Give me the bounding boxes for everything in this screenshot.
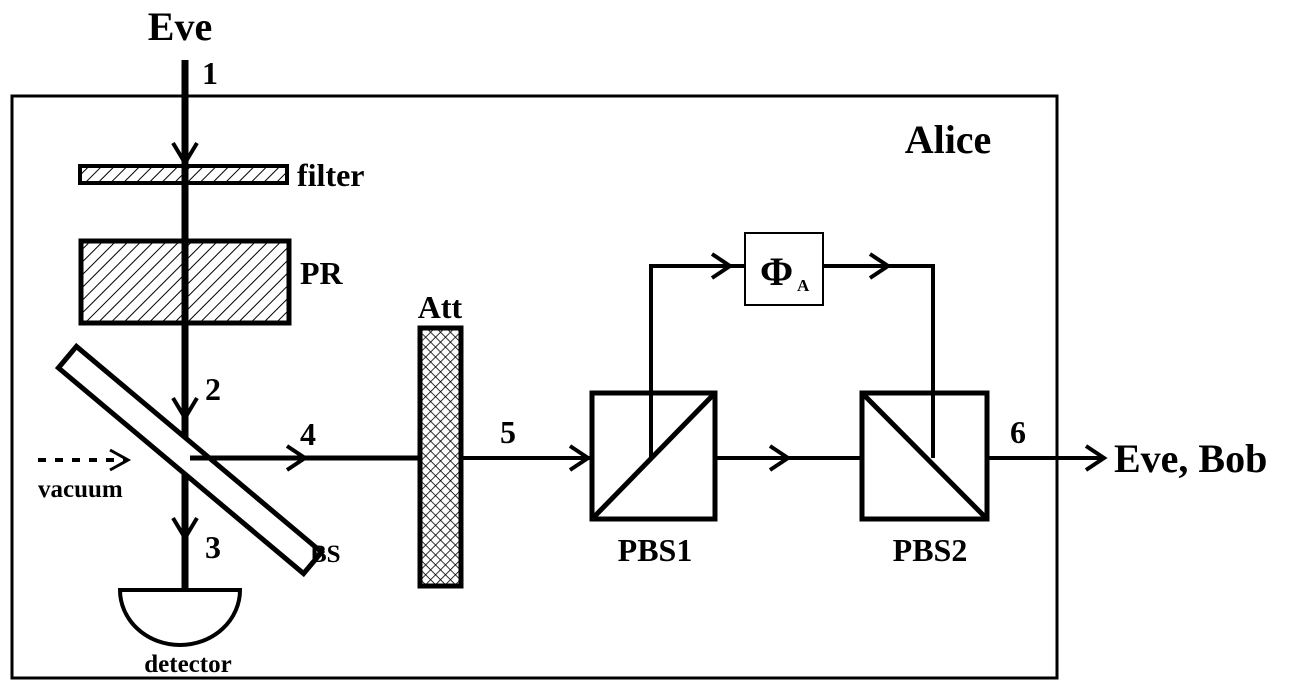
vacuum-arrow-head bbox=[109, 448, 132, 472]
detector-label: detector bbox=[144, 651, 231, 678]
phase-modulator bbox=[744, 232, 824, 306]
pr-element bbox=[78, 238, 292, 326]
port-label-5: 5 bbox=[500, 414, 516, 450]
pbs2-diagonal bbox=[860, 391, 989, 521]
alice-label: Alice bbox=[905, 117, 992, 162]
arrow-head-1 bbox=[171, 141, 199, 167]
filter-element bbox=[78, 164, 289, 185]
pbs2-label: PBS2 bbox=[893, 532, 968, 568]
detector-element bbox=[117, 588, 243, 647]
source-label: Eve bbox=[148, 4, 212, 49]
arrow-head-middle bbox=[768, 444, 792, 472]
pr-label: PR bbox=[300, 255, 344, 291]
port-label-1: 1 bbox=[202, 55, 218, 91]
port-label-4: 4 bbox=[300, 416, 316, 452]
filter-label: filter bbox=[297, 157, 365, 193]
att-label: Att bbox=[418, 289, 463, 325]
pbs1-diagonal bbox=[590, 391, 717, 521]
arrow-head-4 bbox=[285, 444, 309, 472]
arrow-head-5 bbox=[568, 444, 592, 472]
arrow-head-upper-left bbox=[710, 252, 734, 280]
alice-enclosure bbox=[10, 94, 1059, 680]
arrow-head-3 bbox=[171, 516, 199, 542]
arrow-head-upper-right bbox=[868, 252, 892, 280]
vacuum-label: vacuum bbox=[38, 476, 123, 503]
arrow-head-6 bbox=[1084, 444, 1108, 472]
port-label-2: 2 bbox=[205, 371, 221, 407]
phase-subscript: A bbox=[797, 276, 810, 295]
bs-label: BS bbox=[310, 541, 341, 568]
pbs1-label: PBS1 bbox=[618, 532, 693, 568]
phase-symbol: Φ bbox=[760, 249, 793, 294]
port-label-6: 6 bbox=[1010, 414, 1026, 450]
arrow-head-2 bbox=[171, 396, 199, 422]
att-element bbox=[417, 325, 464, 589]
port-label-3: 3 bbox=[205, 529, 221, 565]
output-label: Eve, Bob bbox=[1114, 436, 1267, 481]
